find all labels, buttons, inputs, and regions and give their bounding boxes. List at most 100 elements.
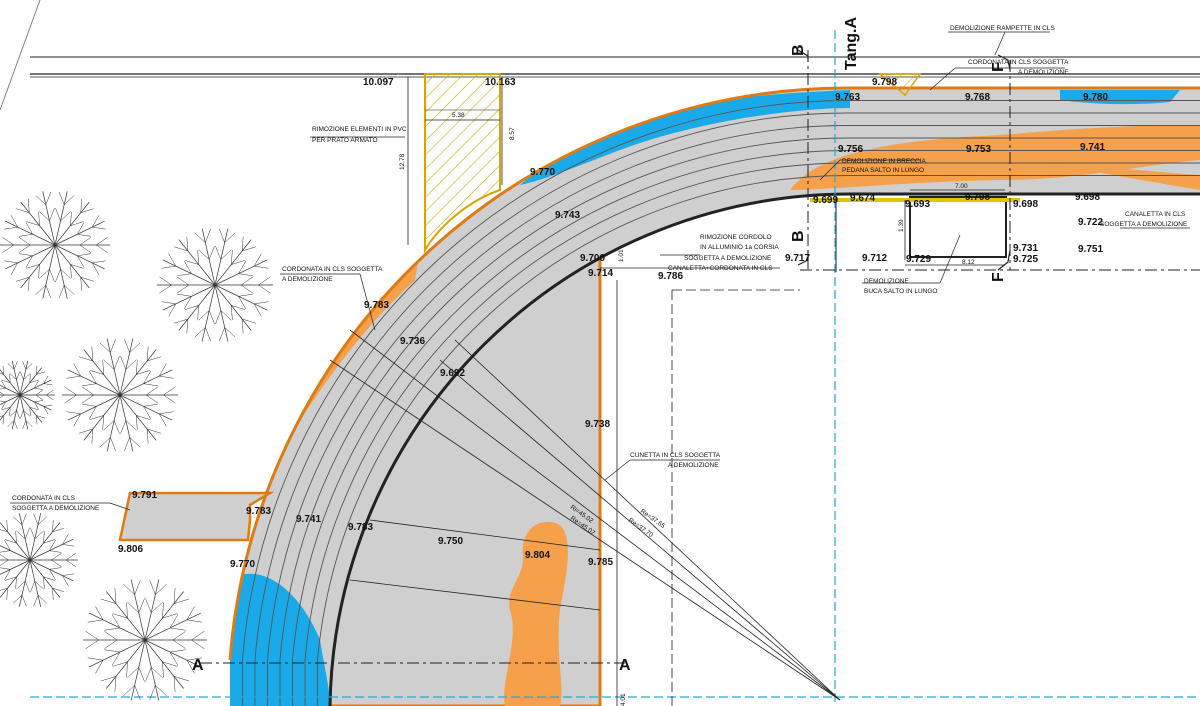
tree-twig [78,356,93,362]
elev-9741-left: 9.741 [296,514,321,525]
tree-twig [64,285,75,295]
tree-symbol [62,338,178,452]
tree-twig [29,407,39,411]
tree-twig [231,305,246,310]
tree-branch [29,559,74,582]
tree-twig [0,587,8,591]
tree-twig [95,606,104,620]
dim-538: 5.38 [452,112,465,119]
tree-twig [81,394,95,404]
tree-twig [241,318,244,334]
tree-twig [205,229,211,243]
tree-twig [43,576,56,581]
section-b-bottom: B [790,230,807,242]
tree-twig [0,415,4,417]
tree-twig [194,327,206,338]
tree-twig [73,413,82,427]
tree-twig [186,236,189,252]
tree-twig [80,199,82,213]
tree-twig [159,375,174,379]
tree-twig [143,403,158,407]
tree-branch [162,259,216,286]
tree-twig [231,250,233,265]
tree-twig [0,391,5,396]
note-canaletta-2: SOGGETTA A DEMOLIZIONE [1100,221,1188,228]
tree-twig [43,404,53,407]
tree-twig [91,428,94,444]
tree-twig [91,215,100,228]
tree-twig [254,265,269,269]
reference-lines [30,30,1200,706]
tree-twig [162,661,178,667]
track-water-patch [520,90,850,185]
tree-twig [4,539,17,544]
tree-branch [54,244,90,289]
tree-branch [88,612,146,641]
tree-twig [184,305,199,310]
tree-twig [169,614,179,629]
dim-1278: 12.78 [399,153,406,170]
tree-twig [111,614,121,629]
dim-139: 1.39 [898,219,905,232]
tree-branch [144,591,184,641]
tree-twig [162,661,164,678]
tree-twig [173,246,188,252]
tree-twig [231,305,233,320]
section-b-top: B [790,44,807,56]
tree-twig [215,310,222,325]
tree-twig [28,199,30,213]
tree-twig [2,415,4,425]
tree-twig [99,342,111,353]
tree-twig [62,573,75,576]
tree-twig [13,361,18,370]
tree-branch [0,394,21,406]
elev-9756: 9.756 [838,144,863,155]
tree-twig [13,594,23,604]
tree-twig [240,276,254,286]
tree-twig [29,379,39,383]
tree-twig [6,519,8,532]
tree-twig [240,284,254,294]
note-cunetta-1: CUNETTA IN CLS SOGGETTA [630,452,721,459]
tree-twig [45,191,52,205]
tree-twig [9,373,17,380]
tree-twig [16,580,26,590]
tree-twig [191,631,205,641]
tree-symbol [83,579,207,701]
tree-twig [24,580,30,593]
tree-twig [220,310,232,321]
section-a-right: A [619,657,631,674]
elev-9743: 9.743 [555,210,580,221]
tree-branch [67,369,121,396]
tree-branch [178,284,216,331]
tree-twig [25,255,33,268]
tree-branch [201,284,216,342]
tree-twig [158,363,167,377]
tree-branch [29,559,61,598]
note-cordolo-3: SOGGETTA A DEMOLIZIONE [684,255,772,262]
tree-twig [80,277,82,291]
tree-twig [64,386,77,396]
tree-twig [16,277,30,282]
tree-twig [96,237,108,246]
section-a-left: A [192,657,204,674]
tang-a-label: Tang.A [843,17,860,70]
tree-twig [241,236,244,252]
tree-twig [15,531,17,544]
tree-twig [25,222,33,235]
dim-101: 1.01 [618,249,625,262]
tree-twig [149,685,156,700]
tree-twig [104,627,120,631]
tree-twig [147,356,162,362]
tree-twig [143,370,151,384]
tree-twig [6,588,8,601]
tree-twig [110,339,116,353]
tree-twig [21,595,27,607]
tree-branch [214,228,229,286]
tree-twig [111,651,121,666]
tree-twig [70,264,84,269]
tree-branch [29,513,42,561]
tree-twig [125,359,137,370]
elev-9731: 9.731 [1013,243,1038,254]
